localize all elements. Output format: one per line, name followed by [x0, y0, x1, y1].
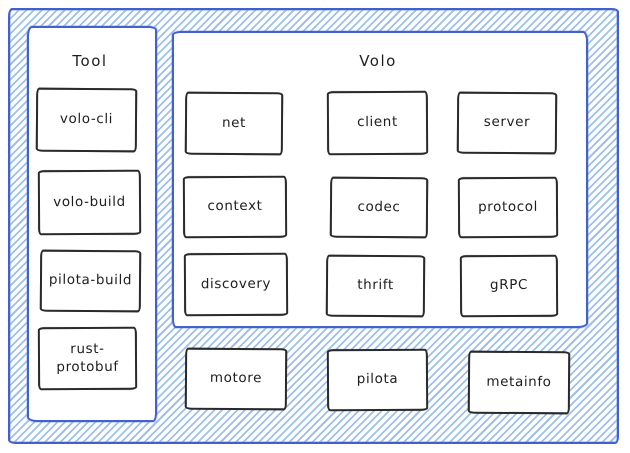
- node-motore: motore: [184, 347, 288, 411]
- node-protocol: protocol: [457, 176, 559, 239]
- node-label: rust-protobuf: [56, 340, 119, 375]
- node-label: pilota: [356, 371, 399, 388]
- node-metainfo: metainfo: [467, 350, 571, 415]
- volo-panel-title: Volo: [359, 52, 397, 70]
- node-label: net: [221, 114, 247, 131]
- node-label: discovery: [200, 275, 272, 292]
- node-label: client: [357, 114, 398, 131]
- node-label: server: [483, 114, 531, 131]
- node-context: context: [182, 175, 288, 239]
- node-label: thrift: [357, 277, 394, 294]
- node-discovery: discovery: [183, 252, 289, 317]
- node-rust-protobuf: rust-protobuf: [37, 326, 138, 391]
- node-label: metainfo: [486, 373, 552, 390]
- node-grpc: gRPC: [459, 254, 559, 318]
- node-server: server: [456, 91, 558, 155]
- node-thrift: thrift: [325, 254, 426, 318]
- node-label: pilota-build: [48, 271, 133, 289]
- node-volo-cli: volo-cli: [35, 87, 138, 153]
- node-label: codec: [357, 198, 401, 215]
- node-volo-build: volo-build: [37, 169, 142, 236]
- node-pilota-build: pilota-build: [39, 249, 142, 313]
- node-codec: codec: [329, 176, 429, 239]
- node-label: motore: [209, 370, 263, 387]
- tool-panel-title: Tool: [72, 52, 108, 70]
- node-label: gRPC: [489, 277, 528, 294]
- node-label: protocol: [478, 198, 538, 215]
- node-label: context: [207, 198, 263, 215]
- node-client: client: [326, 90, 429, 156]
- node-pilota: pilota: [326, 348, 429, 412]
- node-label: volo-cli: [59, 111, 114, 128]
- node-net: net: [184, 91, 284, 156]
- node-label: volo-build: [53, 193, 126, 210]
